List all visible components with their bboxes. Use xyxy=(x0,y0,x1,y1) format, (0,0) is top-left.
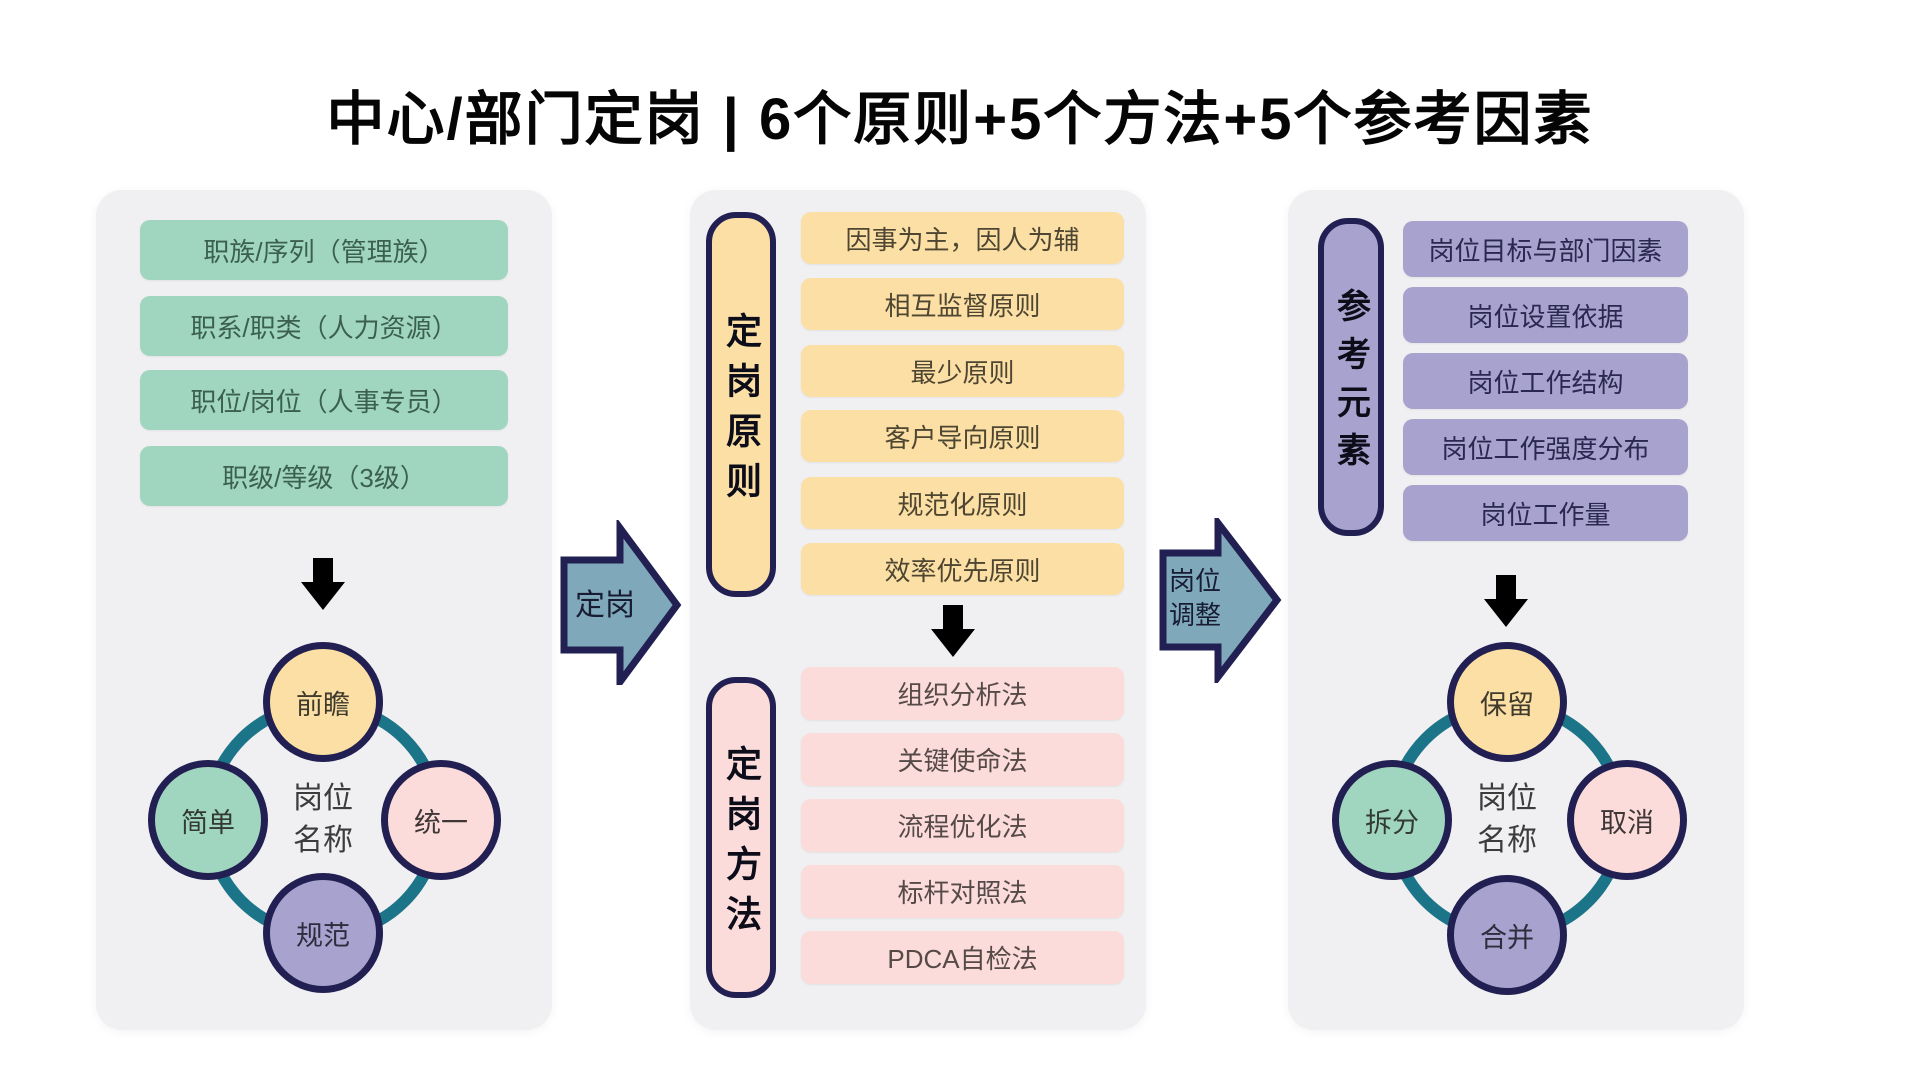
flow-arrow-right-icon xyxy=(560,517,685,693)
cycle-bottom-circle: 合并 xyxy=(1447,875,1567,995)
reference-item: 岗位设置依据 xyxy=(1403,287,1688,343)
method-item: 标杆对照法 xyxy=(801,865,1124,918)
cycle-bottom-circle: 规范 xyxy=(263,873,383,993)
cycle-top-circle: 保留 xyxy=(1447,642,1567,762)
left-panel: 职族/序列（管理族） 职系/职类（人力资源） 职位/岗位（人事专员） 职级/等级… xyxy=(96,190,552,1030)
flow-arrow-right-icon xyxy=(1158,512,1283,688)
principle-item: 规范化原则 xyxy=(801,477,1124,529)
principles-tab: 定岗原则 xyxy=(706,212,776,597)
principles-tab-label: 定岗原则 xyxy=(721,311,762,512)
cycle-center-text: 岗位名称 xyxy=(1477,782,1537,857)
right-panel: 参考元素 岗位目标与部门因素 岗位设置依据 岗位工作结构 岗位工作强度分布 岗位… xyxy=(1288,190,1744,1030)
methods-tab-label: 定岗方法 xyxy=(721,744,762,945)
method-item: PDCA自检法 xyxy=(801,931,1124,984)
reference-item: 岗位工作强度分布 xyxy=(1403,419,1688,475)
cycle-left-circle: 拆分 xyxy=(1332,760,1452,880)
principle-item: 最少原则 xyxy=(801,345,1124,397)
cycle-center-label: 岗位名称 xyxy=(261,778,385,862)
flow-arrow-label: 岗位调整 xyxy=(1158,564,1232,632)
down-arrow-icon xyxy=(301,558,345,610)
method-item: 组织分析法 xyxy=(801,667,1124,720)
reference-item: 岗位工作结构 xyxy=(1403,353,1688,409)
principle-item: 客户导向原则 xyxy=(801,410,1124,462)
reference-item: 岗位目标与部门因素 xyxy=(1403,221,1688,277)
level-box-job-grade: 职级/等级（3级） xyxy=(140,446,508,506)
method-item: 流程优化法 xyxy=(801,799,1124,852)
principle-item: 效率优先原则 xyxy=(801,543,1124,595)
cycle-center-label: 岗位名称 xyxy=(1445,778,1569,862)
reference-item: 岗位工作量 xyxy=(1403,485,1688,541)
cycle-center-text: 岗位名称 xyxy=(293,782,353,857)
level-box-job-family: 职族/序列（管理族） xyxy=(140,220,508,280)
cycle-right-circle: 统一 xyxy=(381,760,501,880)
principle-item: 相互监督原则 xyxy=(801,278,1124,330)
down-arrow-icon xyxy=(1484,575,1528,627)
flow-arrow-label-text: 岗位调整 xyxy=(1168,566,1221,630)
method-item: 关键使命法 xyxy=(801,733,1124,786)
flow-arrow-label: 定岗 xyxy=(575,589,635,622)
principle-item: 因事为主，因人为辅 xyxy=(801,212,1124,264)
level-box-job-position: 职位/岗位（人事专员） xyxy=(140,370,508,430)
level-box-job-series: 职系/职类（人力资源） xyxy=(140,296,508,356)
page-title: 中心/部门定岗 | 6个原则+5个方法+5个参考因素 xyxy=(326,87,1594,152)
cycle-top-circle: 前瞻 xyxy=(263,642,383,762)
cycle-right-circle: 取消 xyxy=(1567,760,1687,880)
methods-tab: 定岗方法 xyxy=(706,677,776,998)
reference-tab-label: 参考元素 xyxy=(1331,288,1370,480)
down-arrow-icon xyxy=(931,605,975,657)
middle-panel: 定岗原则 因事为主，因人为辅 相互监督原则 最少原则 客户导向原则 规范化原则 … xyxy=(690,190,1146,1030)
cycle-left-circle: 简单 xyxy=(148,760,268,880)
reference-tab: 参考元素 xyxy=(1318,218,1384,536)
